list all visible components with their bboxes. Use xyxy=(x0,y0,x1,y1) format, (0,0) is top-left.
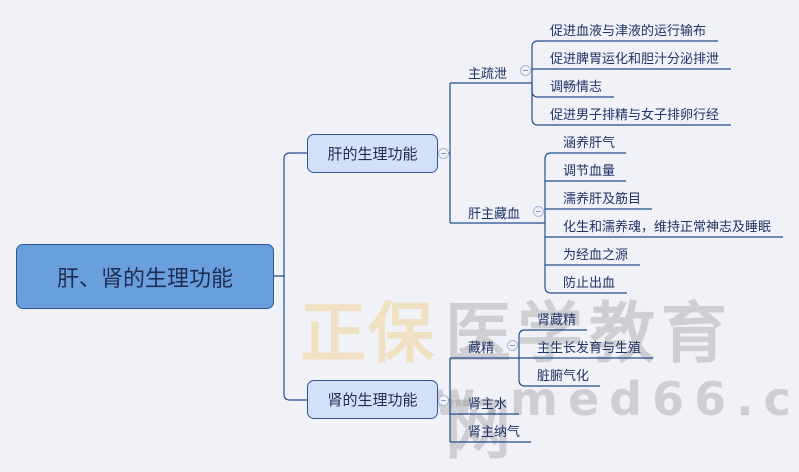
branch-cangjing[interactable]: 藏精 xyxy=(468,341,495,356)
kidney-label: 肾的生理功能 xyxy=(327,391,418,409)
liver-node[interactable]: 肝的生理功能 xyxy=(307,134,438,173)
branch-zhushuxie[interactable]: 主疏泄 xyxy=(468,67,508,82)
collapse-liver-toggle-icon[interactable] xyxy=(438,148,449,159)
list-item[interactable]: 脏腑气化 xyxy=(537,369,590,384)
collapse-cangxue-toggle-icon[interactable] xyxy=(533,206,544,217)
branch-ganzhucangxue[interactable]: 肝主藏血 xyxy=(468,207,521,222)
list-item[interactable]: 调畅情志 xyxy=(550,80,603,95)
list-item[interactable]: 主生长发育与生殖 xyxy=(537,341,642,356)
list-item[interactable]: 为经血之源 xyxy=(563,248,629,263)
connector-lines xyxy=(274,40,783,443)
root-label: 肝、肾的生理功能 xyxy=(56,266,233,292)
collapse-kidney-toggle-icon[interactable] xyxy=(438,395,449,406)
list-item[interactable]: 调节血量 xyxy=(563,164,616,179)
collapse-shuxie-toggle-icon[interactable] xyxy=(520,65,531,76)
list-item[interactable]: 促进男子排精与女子排卵行经 xyxy=(550,108,720,123)
branch-shenzhunaqi[interactable]: 肾主纳气 xyxy=(468,425,521,440)
list-item[interactable]: 涵养肝气 xyxy=(563,136,616,151)
list-item[interactable]: 促进脾胃运化和胆汁分泌排泄 xyxy=(550,52,720,67)
liver-label: 肝的生理功能 xyxy=(327,145,418,163)
list-item[interactable]: 濡养肝及筋目 xyxy=(563,192,642,207)
collapse-cangjing-toggle-icon[interactable] xyxy=(507,340,518,351)
branch-shenzhushui[interactable]: 肾主水 xyxy=(468,397,508,412)
list-item[interactable]: 防止出血 xyxy=(563,276,616,291)
root-node[interactable]: 肝、肾的生理功能 xyxy=(16,244,274,309)
list-item[interactable]: 肾藏精 xyxy=(537,313,577,328)
list-item[interactable]: 化生和濡养魂，维持正常神志及睡眠 xyxy=(563,220,772,235)
kidney-node[interactable]: 肾的生理功能 xyxy=(307,380,438,419)
list-item[interactable]: 促进血液与津液的运行输布 xyxy=(550,24,707,39)
